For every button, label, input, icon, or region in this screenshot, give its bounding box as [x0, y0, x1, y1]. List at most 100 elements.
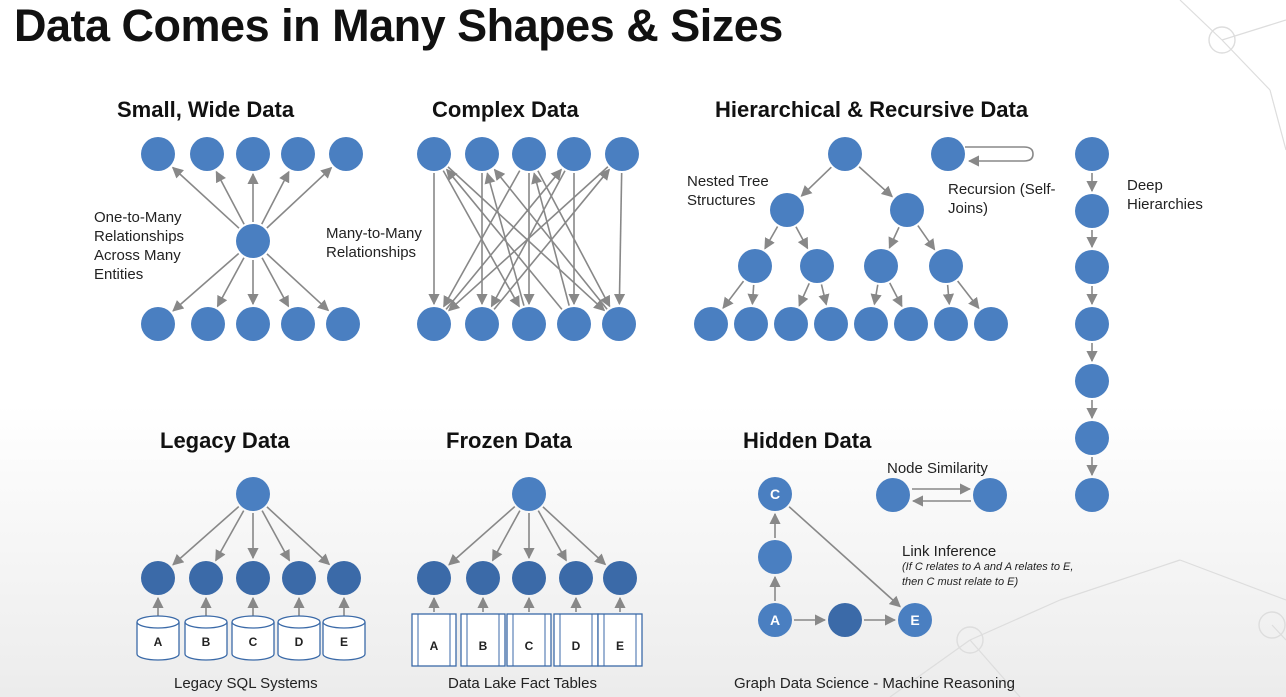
fact-table-icon — [597, 613, 643, 667]
tree-edge — [747, 284, 759, 306]
hidden-caption: Graph Data Science - Machine Reasoning — [734, 675, 1015, 692]
tree-leaf-node — [814, 307, 848, 341]
node-c-label: C — [770, 486, 780, 502]
tree-leaf-node — [894, 307, 928, 341]
one-to-many-label: One-to-Many Relationships Across Many En… — [94, 209, 185, 283]
hidden-node-e — [898, 603, 932, 637]
tree-subbranch-node — [929, 249, 963, 283]
complex-bottom-node — [512, 307, 546, 341]
nested-tree-label: Nested Tree Structures — [687, 173, 769, 209]
small-wide-bottom-node — [191, 307, 225, 341]
small-wide-bottom-node — [236, 307, 270, 341]
database-cylinder-icon — [184, 622, 228, 661]
tree-leaf-node — [774, 307, 808, 341]
background-network-line — [969, 599, 1061, 641]
deep-hierarchy-node — [1075, 421, 1109, 455]
complex-bottom-node — [602, 307, 636, 341]
complex-bottom-node — [465, 307, 499, 341]
many-to-many-label: Many-to-Many Relationships — [326, 225, 422, 261]
fact-table-icon — [553, 613, 599, 667]
complex-top-node — [465, 137, 499, 171]
section-title-complex: Complex Data — [432, 97, 579, 122]
legacy-hub-node — [236, 477, 270, 511]
tree-edge — [764, 226, 779, 250]
similarity-node — [876, 478, 910, 512]
deep-hierarchy-node — [1075, 194, 1109, 228]
one-to-many-edge — [216, 257, 245, 308]
section-title-small-wide: Small, Wide Data — [117, 97, 295, 122]
complex-top-node — [605, 137, 639, 171]
database-cylinder-icon — [136, 622, 180, 661]
one-to-many-edge — [266, 253, 330, 312]
frozen-edge — [448, 505, 516, 566]
tree-leaf-node — [934, 307, 968, 341]
legacy-node — [141, 561, 175, 595]
tree-edge — [818, 284, 830, 306]
tree-leaf-node — [974, 307, 1008, 341]
fact-table-icon — [506, 613, 552, 667]
background-network-ring — [956, 626, 984, 654]
legacy-edge — [266, 506, 331, 566]
background-network-line — [889, 639, 971, 697]
frozen-node — [512, 561, 546, 595]
small-wide-top-node — [236, 137, 270, 171]
hidden-node-c — [758, 477, 792, 511]
one-to-many-edge — [215, 170, 245, 225]
tree-edge — [722, 280, 745, 309]
database-label: D — [295, 635, 304, 649]
legacy-node — [327, 561, 361, 595]
legacy-edge — [261, 510, 291, 562]
node-similarity-label: Node Similarity — [887, 460, 988, 477]
background-network-line — [1221, 19, 1286, 41]
hidden-node-b — [828, 603, 862, 637]
self-join-loop — [965, 146, 1034, 167]
many-to-many-edge — [537, 170, 611, 308]
one-to-many-edge — [171, 166, 240, 229]
database-cylinder-top — [322, 615, 366, 629]
one-to-many-edge — [261, 170, 290, 225]
many-to-many-edge — [613, 172, 626, 306]
database-cylinder-top — [136, 615, 180, 629]
tree-leaf-node — [694, 307, 728, 341]
node-a-label: A — [770, 612, 780, 628]
background-network-line — [1059, 559, 1181, 601]
background-network-line — [1179, 0, 1223, 41]
frozen-hub-node — [512, 477, 546, 511]
tree-edge — [957, 280, 980, 310]
section-title-legacy: Legacy Data — [160, 428, 290, 453]
frozen-edge — [537, 510, 567, 562]
small-wide-bottom-node — [141, 307, 175, 341]
deep-hierarchies-label: Deep Hierarchies — [1127, 177, 1203, 213]
legacy-edge — [172, 505, 240, 566]
database-label: A — [154, 635, 163, 649]
fact-table-label: B — [479, 639, 488, 653]
deep-hierarchy-node — [1075, 364, 1109, 398]
tree-edge — [889, 282, 903, 308]
tree-branch-node — [770, 193, 804, 227]
node-e-label: E — [910, 612, 919, 628]
background-network-ring — [1258, 611, 1286, 639]
tree-subbranch-node — [864, 249, 898, 283]
database-cylinder-icon — [231, 622, 275, 661]
many-to-many-edge — [484, 172, 525, 306]
background-network-line — [1269, 89, 1286, 151]
inferred-link-edge — [788, 506, 901, 608]
deep-hierarchy-node — [1075, 137, 1109, 171]
tree-leaf-node — [854, 307, 888, 341]
recursion-label: Recursion (Self- Joins) — [948, 181, 1056, 217]
many-to-many-edge — [445, 168, 562, 310]
small-wide-top-node — [329, 137, 363, 171]
small-wide-top-node — [281, 137, 315, 171]
legacy-caption: Legacy SQL Systems — [174, 675, 318, 692]
small-wide-bottom-node — [281, 307, 315, 341]
database-cylinder-top — [184, 615, 228, 629]
complex-top-node — [417, 137, 451, 171]
database-cylinder-icon — [277, 622, 321, 661]
many-to-many-edge — [442, 170, 520, 308]
recursion-node — [931, 137, 965, 171]
frozen-node — [417, 561, 451, 595]
fact-table-label: A — [430, 639, 439, 653]
background-network-ring — [1208, 26, 1236, 54]
